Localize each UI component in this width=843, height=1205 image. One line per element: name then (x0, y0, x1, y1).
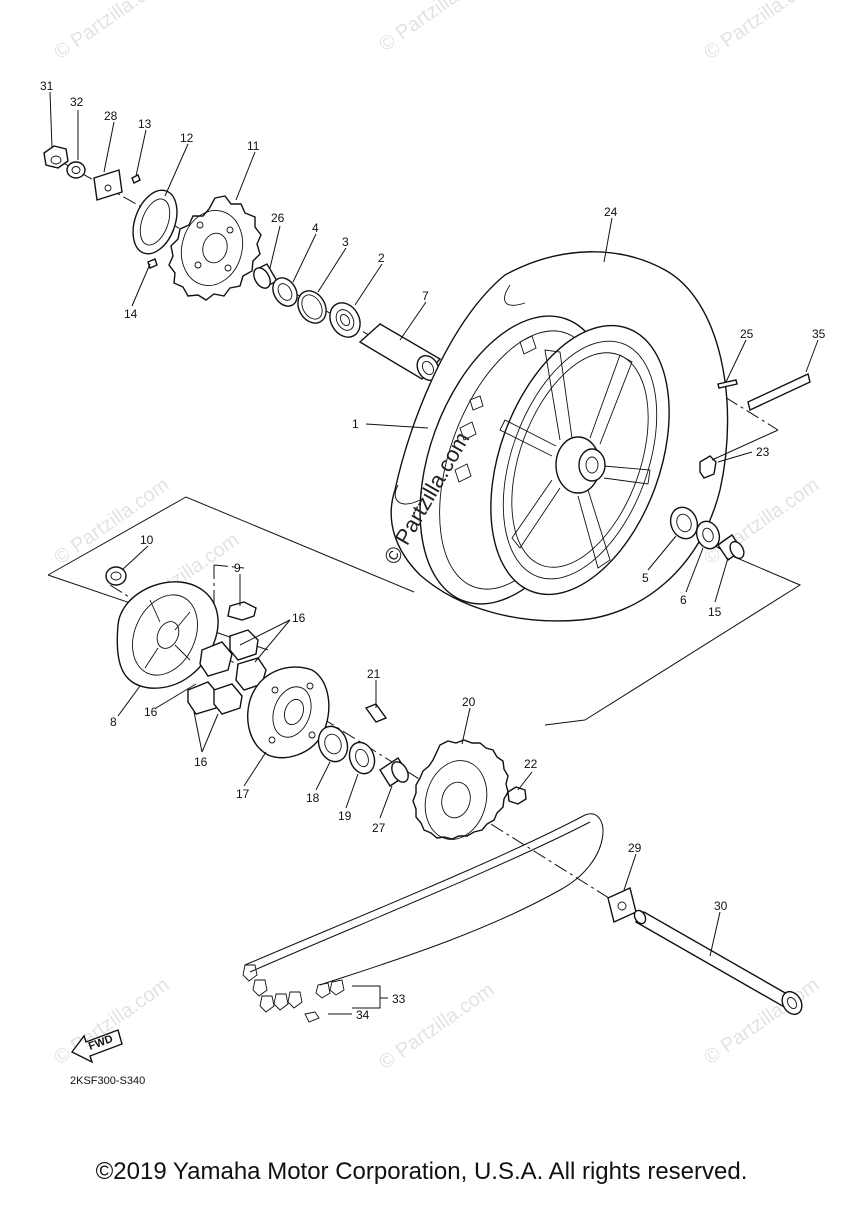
callout-labels: 31 32 28 13 12 11 26 4 3 2 7 24 25 35 1 … (40, 79, 826, 1022)
stud-21 (364, 703, 388, 723)
watermark: © Partzilla.com (700, 0, 823, 64)
seal-6 (695, 520, 721, 550)
damper-16 (213, 683, 243, 715)
weight-35 (747, 373, 811, 411)
seal-4 (272, 277, 298, 307)
callout: 8 (110, 715, 117, 729)
bearing-18 (317, 725, 349, 763)
callout: 5 (642, 571, 649, 585)
callout: 26 (271, 211, 285, 225)
callout: 29 (628, 841, 642, 855)
callout: 7 (422, 289, 429, 303)
callout: 12 (180, 131, 194, 145)
callout: 1 (352, 417, 359, 431)
master-link-34 (304, 1011, 320, 1023)
bolt-13 (131, 174, 141, 184)
hub-8 (116, 581, 219, 689)
axle-30 (633, 909, 803, 1016)
callout: 9 (234, 561, 241, 575)
leader-lines (49, 91, 819, 1015)
lower-bearings (317, 725, 409, 787)
wheel-accessories (699, 373, 811, 479)
callout: 10 (140, 533, 154, 547)
callout: 16 (292, 611, 306, 625)
callout: 13 (138, 117, 152, 131)
callout: 23 (756, 445, 770, 459)
callout: 17 (236, 787, 250, 801)
damper-16 (199, 641, 233, 677)
callout: 28 (104, 109, 118, 123)
callout: 19 (338, 809, 352, 823)
callout: 33 (392, 992, 406, 1006)
nut-22 (507, 786, 527, 805)
callout: 11 (247, 139, 260, 153)
callout: 25 (740, 327, 754, 341)
circlip-3 (297, 290, 327, 324)
bearing-2 (329, 302, 361, 338)
damper-16 (229, 629, 259, 661)
chain-33 (242, 813, 604, 1023)
callout: 20 (462, 695, 476, 709)
callout: 4 (312, 221, 319, 235)
callout: 27 (372, 821, 386, 835)
watermark: © Partzilla.com (50, 474, 173, 569)
ring-12 (132, 189, 178, 255)
callout: 22 (524, 757, 538, 771)
watermark: © Partzilla.com (50, 0, 173, 64)
copyright-notice: ©2019 Yamaha Motor Corporation, U.S.A. A… (95, 1158, 748, 1185)
right-bearings (669, 506, 745, 561)
spacer-7 (358, 323, 442, 382)
watermark: © Partzilla.com (375, 0, 498, 56)
watermark: © Partzilla.com (50, 974, 173, 1069)
callout: 16 (194, 755, 208, 769)
callout: 32 (70, 95, 84, 109)
callout: 3 (342, 235, 349, 249)
upper-bearings (253, 263, 361, 338)
callout: 31 (40, 79, 54, 93)
bearing-5 (669, 506, 699, 540)
sprocket-20 (412, 739, 509, 840)
diagram-code: 2KSF300-S340 (70, 1075, 145, 1087)
callout: 16 (144, 705, 158, 719)
callout: 35 (812, 327, 826, 341)
clip-10 (105, 566, 127, 586)
rear-wheel (390, 251, 729, 622)
callout: 14 (124, 307, 138, 321)
weight-25 (717, 379, 738, 389)
fwd-arrow-icon: FWD (70, 1029, 123, 1064)
callout: 21 (367, 667, 381, 681)
callout: 2 (378, 251, 385, 265)
washer-32 (66, 161, 86, 179)
nut-31 (43, 145, 69, 169)
callout: 6 (680, 593, 687, 607)
callout: 24 (604, 205, 618, 219)
callout: 15 (708, 605, 722, 619)
upper-small-parts (43, 145, 158, 269)
rotor-11 (168, 195, 262, 301)
adjuster-29 (607, 887, 637, 923)
valve-23 (699, 455, 717, 479)
clutch-hub-assembly (105, 566, 267, 715)
callout: 34 (356, 1008, 370, 1022)
bolt-9 (227, 601, 257, 621)
callout: 18 (306, 791, 320, 805)
seal-19 (348, 741, 376, 775)
damper-16 (187, 681, 219, 715)
callout: 30 (714, 899, 728, 913)
